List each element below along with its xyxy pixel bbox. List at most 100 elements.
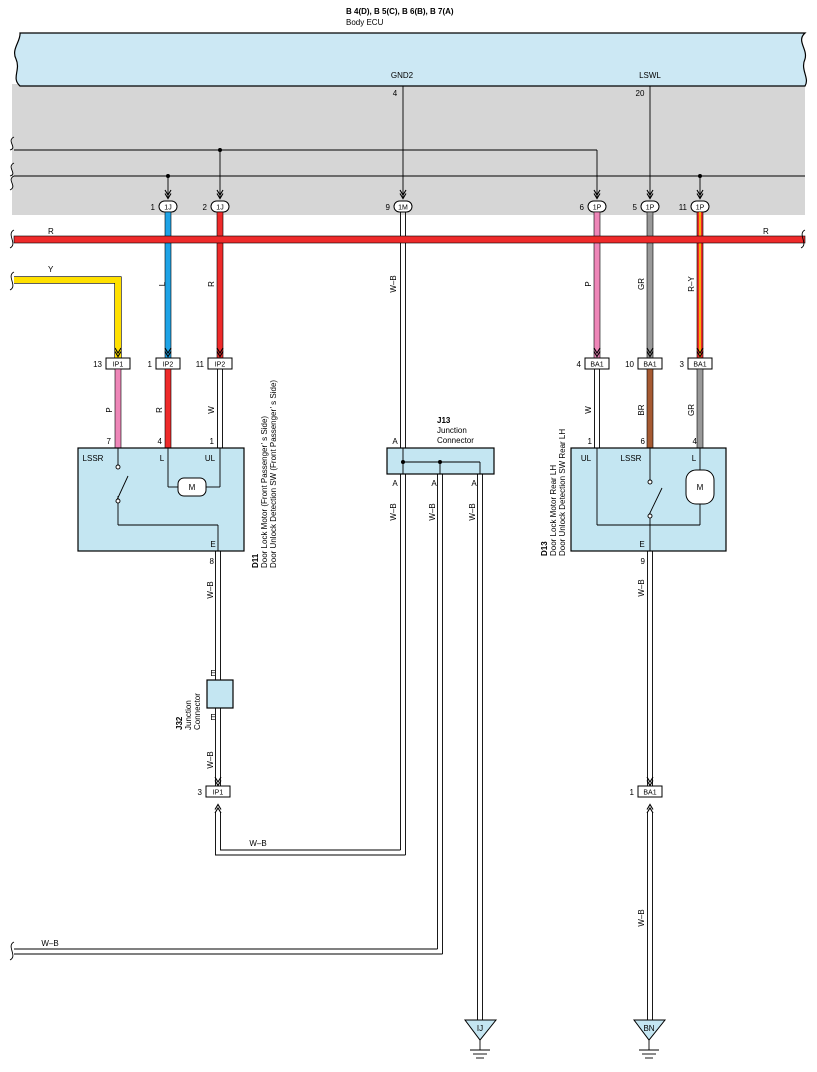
bus-label-left: R [48, 227, 54, 236]
wire-gray-gr [646, 211, 654, 359]
svg-text:3: 3 [198, 788, 203, 797]
svg-text:L: L [692, 454, 697, 463]
svg-text:13: 13 [93, 360, 102, 369]
svg-text:1P: 1P [696, 205, 705, 212]
junction-dot [166, 174, 170, 178]
svg-text:11: 11 [679, 203, 688, 212]
wire-label-w-d11: W [207, 406, 216, 414]
svg-text:M: M [697, 483, 704, 492]
svg-text:E: E [639, 540, 644, 549]
ground-ij: IJ [464, 1019, 498, 1059]
wire-brown-d13 [646, 368, 654, 449]
svg-text:5: 5 [633, 203, 638, 212]
svg-text:4: 4 [577, 360, 582, 369]
wire-red-yellow [696, 211, 704, 359]
svg-text:A: A [471, 479, 477, 488]
ecu-name: Body ECU [346, 18, 384, 27]
wire-label-gr: GR [637, 278, 646, 290]
junction-dot [698, 174, 702, 178]
svg-text:BA1: BA1 [643, 790, 656, 797]
d11-door-lock-motor: LSSR L UL E 7 4 1 8 M [77, 437, 245, 566]
ba-connector-10: BA1 10 [625, 347, 663, 370]
svg-text:D11: D11 [251, 553, 260, 568]
wire-white-d11 [217, 369, 223, 448]
svg-text:J32: J32 [175, 716, 184, 730]
wire-label-wb: W–B [637, 579, 646, 596]
svg-text:1: 1 [151, 203, 156, 212]
wire-label-wb: W–B [41, 939, 58, 948]
bus-label-right: R [763, 227, 769, 236]
svg-text:6: 6 [580, 203, 585, 212]
svg-text:1P: 1P [646, 205, 655, 212]
svg-text:M: M [189, 483, 196, 492]
wire-pink-d11 [114, 368, 122, 449]
svg-text:E: E [210, 713, 215, 722]
svg-text:A: A [392, 479, 398, 488]
wire-label-r-d11: R [155, 407, 164, 413]
svg-text:E: E [210, 540, 215, 549]
svg-text:1P: 1P [593, 205, 602, 212]
svg-text:Door Unlock Detection SW (Fron: Door Unlock Detection SW (Front Passenge… [269, 380, 278, 568]
pin-number-20: 20 [636, 89, 645, 98]
pin-number-4: 4 [393, 89, 398, 98]
svg-text:IJ: IJ [477, 1024, 483, 1033]
svg-text:4: 4 [693, 437, 698, 446]
ba-connector-1: BA1 1 [630, 776, 663, 814]
j13-junction-connector: J13 Junction Connector A A A A [386, 416, 495, 488]
d13-door-lock-motor: UL LSSR L E 1 6 4 9 M [570, 437, 727, 566]
svg-text:IP1: IP1 [113, 362, 124, 369]
svg-text:11: 11 [196, 360, 205, 369]
pin-name-lswl: LSWL [639, 71, 661, 80]
svg-text:LSSR: LSSR [83, 454, 104, 463]
wire-label-wb: W–B [249, 839, 266, 848]
svg-text:IP2: IP2 [215, 362, 226, 369]
svg-text:Door Lock Motor Rear LH: Door Lock Motor Rear LH [549, 465, 558, 556]
svg-text:3: 3 [680, 360, 685, 369]
wire-label-wb: W–B [428, 503, 437, 520]
svg-text:L: L [160, 454, 165, 463]
svg-text:BA1: BA1 [643, 362, 656, 369]
svg-text:IP1: IP1 [213, 790, 224, 797]
junction-dot [218, 148, 222, 152]
svg-text:1: 1 [630, 788, 635, 797]
ba-connector-4: BA1 4 [577, 347, 610, 370]
wire-label-p-d11: P [105, 407, 114, 412]
ip-connector-13: IP1 13 [93, 347, 131, 370]
wire-red-r [216, 211, 224, 359]
svg-text:LSSR: LSSR [621, 454, 642, 463]
svg-text:UL: UL [581, 454, 592, 463]
svg-text:9: 9 [641, 557, 646, 566]
wire-red-d11 [164, 368, 172, 449]
svg-text:IP2: IP2 [163, 362, 174, 369]
svg-text:1: 1 [210, 437, 215, 446]
svg-text:8: 8 [210, 557, 215, 566]
wire-label-wb: W–B [389, 503, 398, 520]
wire-label-wb: W–B [206, 751, 215, 768]
wire-label-wb: W–B [206, 581, 215, 598]
wire-label-p: P [584, 281, 593, 286]
svg-text:BN: BN [643, 1024, 654, 1033]
wire-gray-d13 [696, 368, 704, 449]
svg-text:1J: 1J [216, 205, 223, 212]
wire-white-black-gnd [400, 212, 406, 855]
ip-connector-1: IP2 1 [148, 347, 181, 370]
svg-text:7: 7 [107, 437, 112, 446]
svg-text:4: 4 [158, 437, 163, 446]
svg-text:A: A [431, 479, 437, 488]
svg-text:1M: 1M [398, 205, 408, 212]
ecu-connector-6: 1P 6 [580, 189, 607, 213]
svg-text:Door Lock Motor (Front Passeng: Door Lock Motor (Front Passenger’ s Side… [260, 416, 269, 568]
svg-text:9: 9 [386, 203, 391, 212]
ip-connector-11: IP2 11 [196, 347, 233, 370]
svg-text:J13: J13 [437, 416, 451, 425]
ecu-connectors: B 4(D), B 5(C), B 6(B), B 7(A) [346, 7, 454, 16]
wire-label-w-d13: W [584, 406, 593, 414]
wire-label-wb: W–B [389, 275, 398, 292]
svg-text:Junction: Junction [437, 426, 467, 435]
wire-label-wb: W–B [468, 503, 477, 520]
ecu-block [14, 32, 808, 87]
svg-text:6: 6 [641, 437, 646, 446]
ip-connector-3: IP1 3 [198, 776, 231, 814]
svg-text:Connector: Connector [437, 436, 474, 445]
